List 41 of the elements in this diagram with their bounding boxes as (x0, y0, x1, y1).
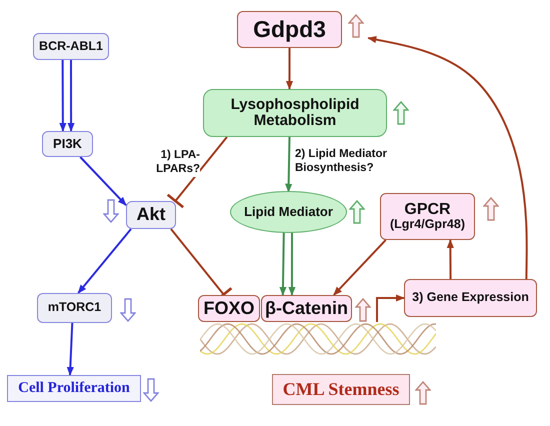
inhibition-line (166, 136, 228, 208)
arrow (376, 294, 405, 322)
node-label: BCR-ABL1 (39, 40, 103, 54)
node-label: 3) Gene Expression (412, 291, 529, 305)
node-label: β-Catenin (265, 298, 348, 318)
arrow (285, 136, 292, 193)
node-label: Cell Proliferation (18, 380, 130, 397)
arrow (288, 232, 296, 296)
node-label: mTORC1 (48, 301, 102, 315)
arrow (367, 36, 528, 280)
outcome-box (272, 374, 410, 405)
node-label: (Lgr4/Gpr48) (390, 218, 465, 232)
arrow (80, 156, 127, 206)
arrow (66, 322, 74, 376)
signal-box (126, 201, 176, 229)
gene-box (261, 295, 352, 322)
node-label: Lysophospholipid Metabolism (230, 96, 360, 130)
dna-helix-drawing (200, 322, 436, 356)
gene-box (237, 11, 342, 48)
node-label: FOXO (203, 298, 254, 318)
signal-box (33, 33, 109, 60)
arrow (279, 232, 287, 296)
gene-box (198, 295, 260, 322)
node-label: PI3K (53, 136, 82, 152)
node-label: Akt (136, 205, 166, 225)
node-label: Lipid Mediator (244, 204, 333, 220)
node-label: Gdpd3 (253, 16, 326, 42)
gene-box (404, 279, 537, 317)
arrow (446, 239, 454, 279)
arrow (67, 60, 75, 132)
signal-box (37, 293, 112, 323)
arrow (77, 228, 132, 294)
node-label: GPCR (404, 200, 451, 218)
outcome-box (7, 375, 141, 402)
process-box (203, 89, 387, 137)
node-label: CML Stemness (282, 380, 400, 400)
arrow (286, 48, 294, 90)
arrow (59, 60, 66, 132)
gene-box (380, 193, 475, 240)
signal-box (42, 131, 93, 157)
arrow (333, 239, 386, 296)
